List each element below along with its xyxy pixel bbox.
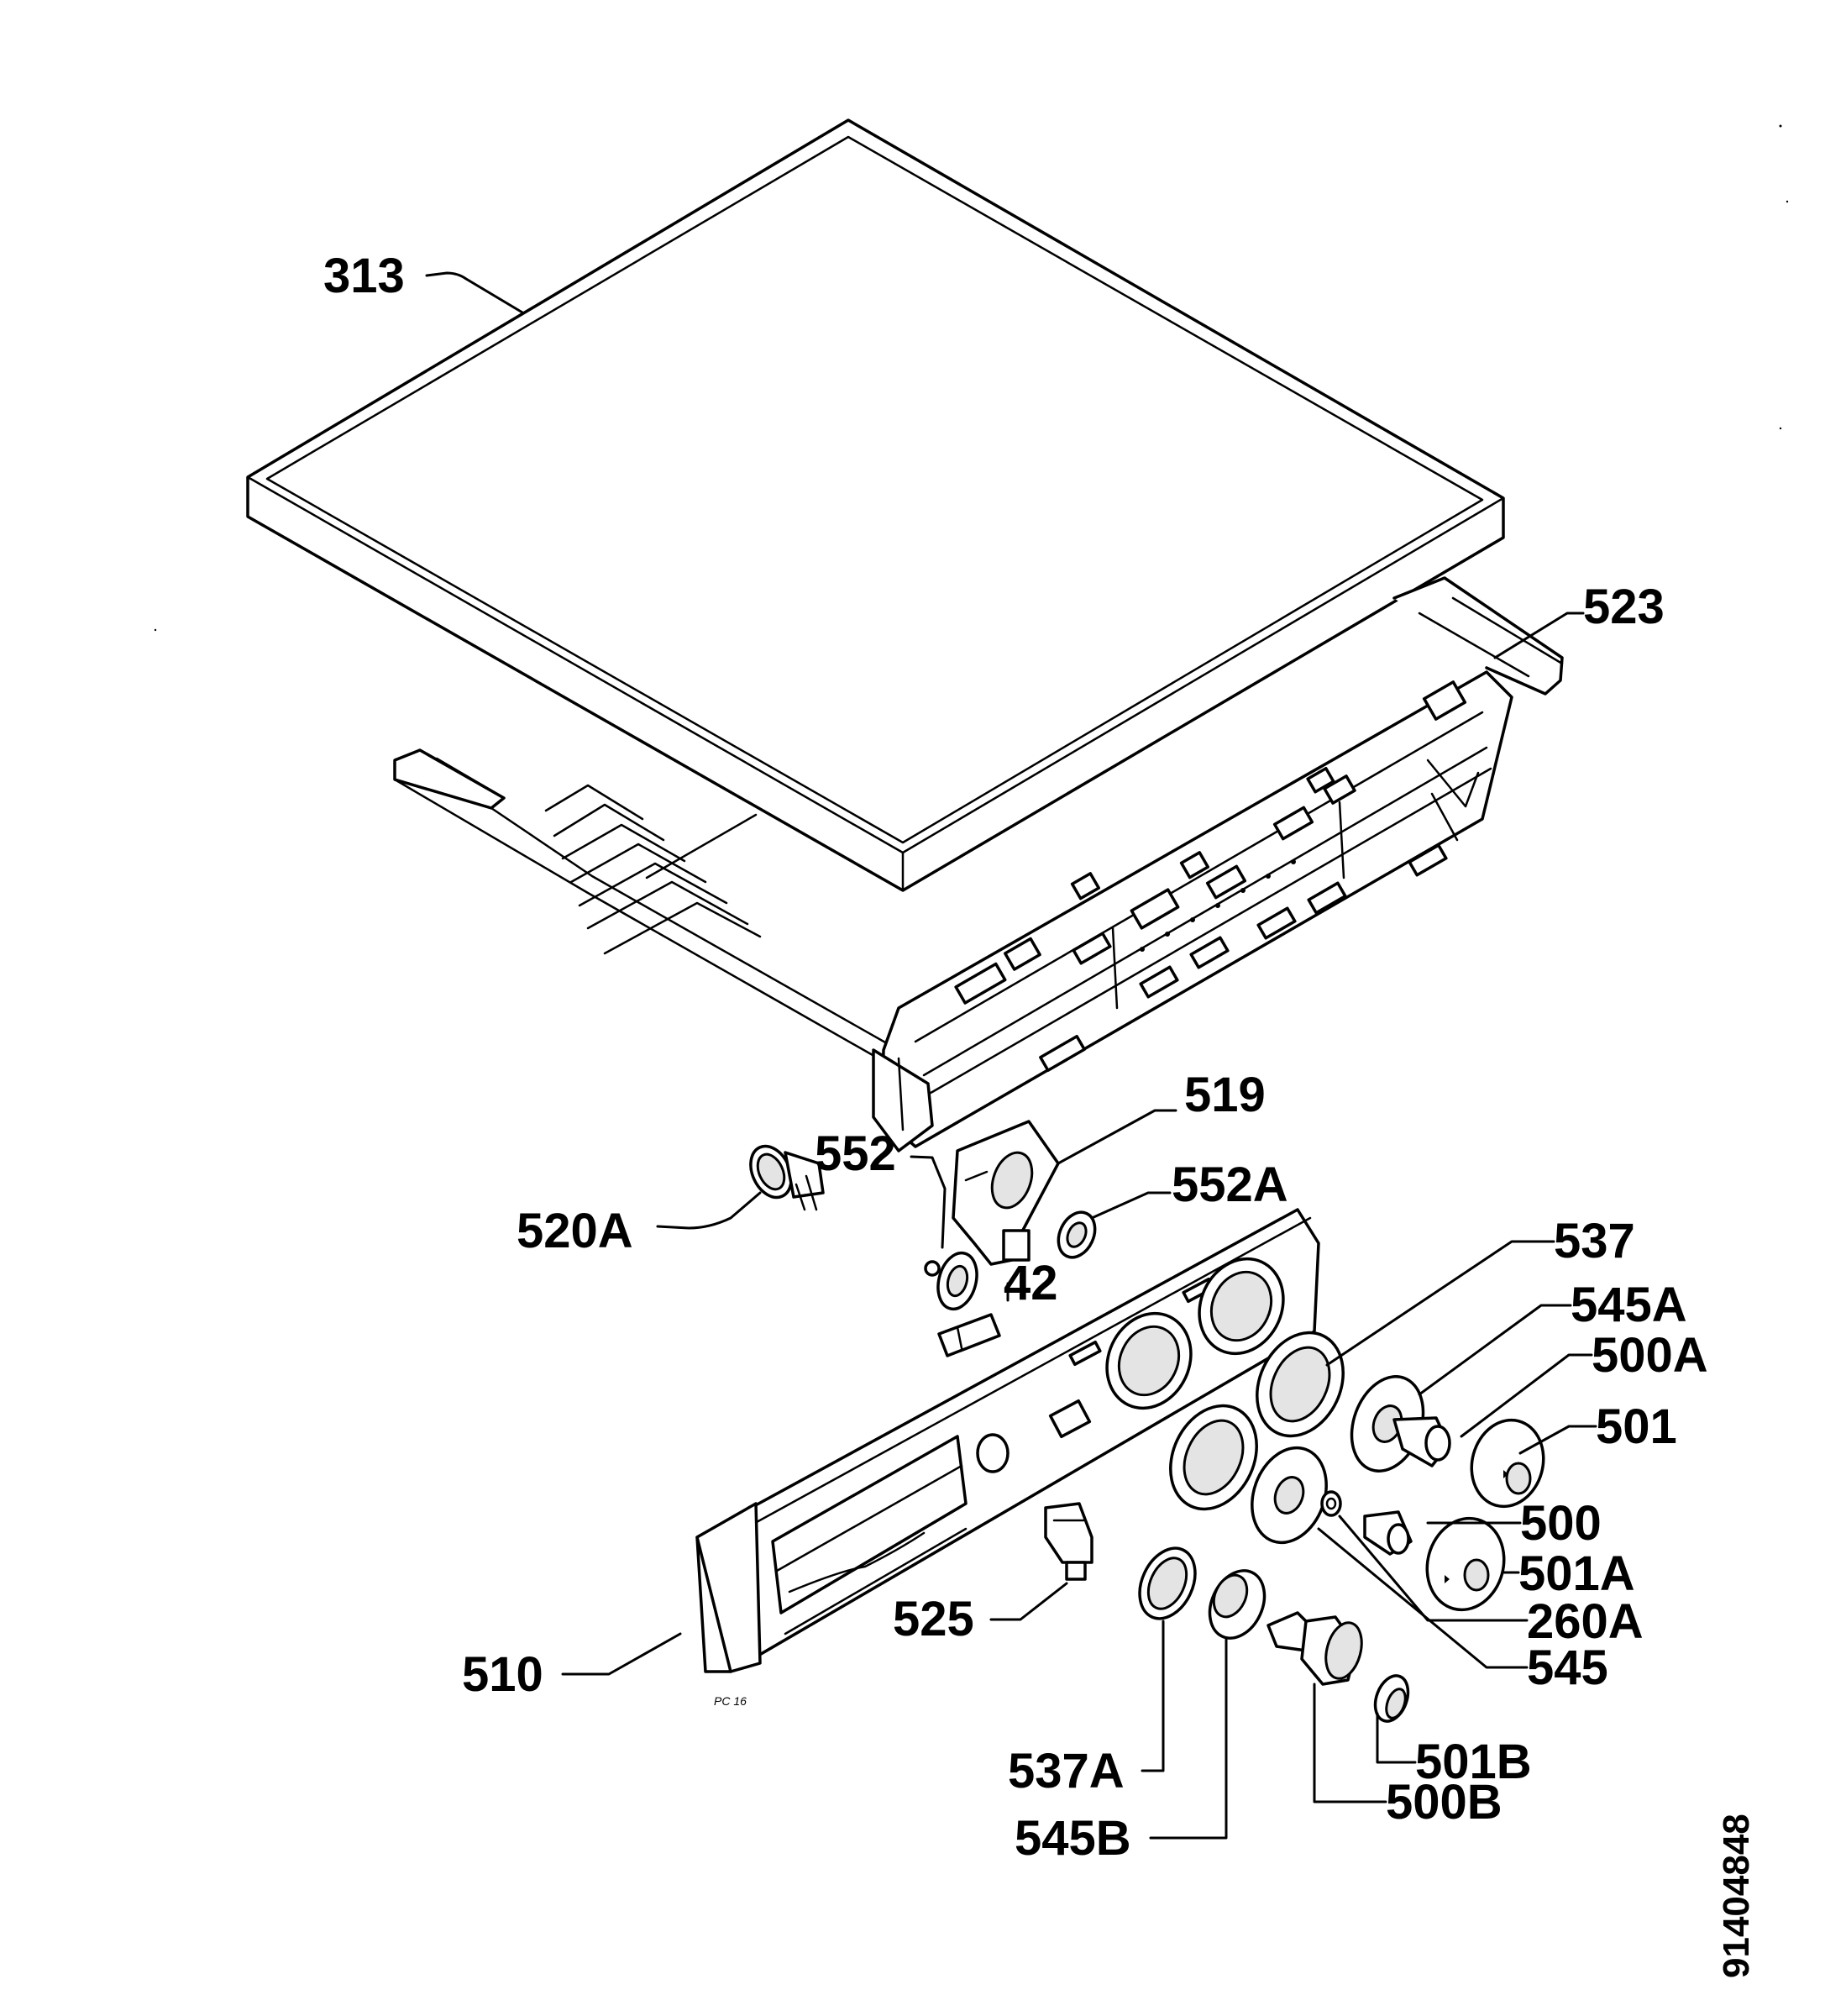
spindle-500a	[1392, 1416, 1451, 1467]
label-510: 510	[462, 1647, 543, 1702]
label-519: 519	[1184, 1068, 1266, 1122]
connector-42	[937, 1313, 1001, 1357]
ring-537	[1256, 1331, 1345, 1438]
ribs	[544, 784, 762, 955]
ring-lower	[1169, 1404, 1258, 1511]
label-501b: 501B	[1415, 1735, 1532, 1789]
spindle-500	[1363, 1510, 1413, 1556]
label-545: 545	[1527, 1641, 1608, 1695]
part-552a	[1057, 1210, 1097, 1259]
label-260a: 260A	[1527, 1594, 1644, 1649]
washer-545b	[1208, 1569, 1267, 1640]
cap-501b	[1373, 1674, 1410, 1723]
top-cover-313	[246, 118, 1505, 892]
rotary-part-520a	[749, 1144, 825, 1211]
washer-552	[924, 1251, 978, 1311]
scan-specks	[154, 124, 1789, 632]
switch-bracket-519	[952, 1120, 1060, 1266]
dot-row	[1140, 859, 1296, 952]
label-523: 523	[1583, 580, 1665, 634]
washer-545	[1251, 1446, 1328, 1545]
leader-lines	[425, 271, 1597, 1840]
label-500b: 500B	[1386, 1775, 1502, 1830]
knob-501	[1470, 1418, 1545, 1509]
document-number: 91404848	[1716, 1814, 1757, 1978]
ring-537a	[1138, 1546, 1197, 1620]
label-537: 537	[1554, 1214, 1635, 1268]
label-42: 42	[1004, 1256, 1058, 1310]
label-545a: 545A	[1571, 1278, 1687, 1332]
knob-500b	[1267, 1611, 1363, 1686]
panel-mark: PC 16	[714, 1694, 747, 1708]
knob-501a	[1425, 1516, 1506, 1612]
label-501a: 501A	[1518, 1546, 1635, 1601]
spring-260a	[1320, 1490, 1342, 1517]
label-500a: 500A	[1592, 1328, 1708, 1383]
part-labels: 313 523 519 552 552A 520A 42 537 545A 50…	[323, 249, 1708, 1866]
label-500: 500	[1520, 1496, 1602, 1551]
label-552: 552	[815, 1126, 896, 1181]
label-545b: 545B	[1015, 1811, 1131, 1866]
label-313: 313	[323, 249, 405, 303]
control-panel-510: PC 16	[695, 1208, 1320, 1708]
control-bracket-523	[393, 576, 1564, 1152]
label-537a: 537A	[1008, 1744, 1125, 1798]
bracket-slots	[954, 680, 1467, 1073]
label-525: 525	[893, 1592, 974, 1646]
label-520a: 520A	[517, 1204, 633, 1258]
label-501: 501	[1596, 1399, 1677, 1454]
switch-525	[1044, 1502, 1093, 1581]
label-552a: 552A	[1172, 1158, 1288, 1212]
